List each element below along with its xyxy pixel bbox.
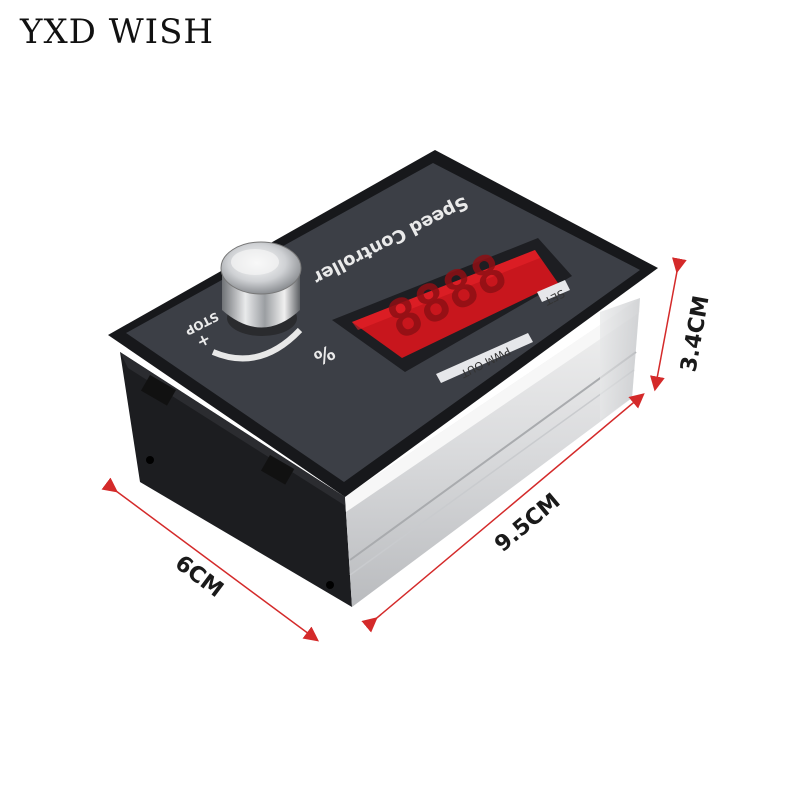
length-dimension-line (361, 393, 645, 633)
knob-scale-arc (211, 327, 303, 362)
brand-watermark: YXD WISH (20, 12, 215, 52)
height-label: 3.4CM (677, 294, 715, 374)
speed-knob[interactable] (220, 241, 302, 336)
height-dimension-line (650, 257, 687, 392)
length-label: 9.5CM (490, 489, 565, 558)
led-display: 8888 PWM OUT SET (332, 238, 572, 383)
dimension-lines (101, 257, 687, 642)
depth-dimension-line (101, 477, 320, 642)
depth-label: 6CM (170, 551, 228, 603)
